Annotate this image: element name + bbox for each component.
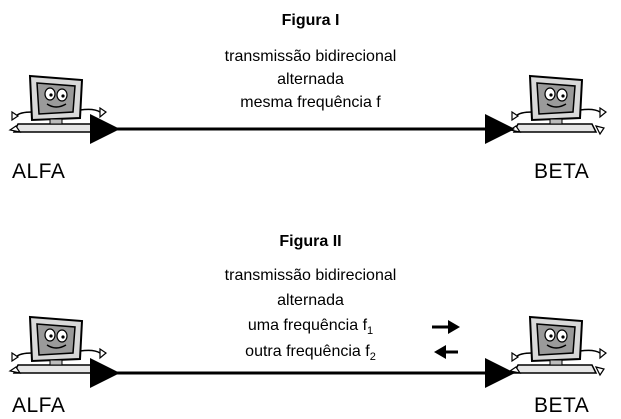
figure-1-desc-line-2: alternada xyxy=(277,71,344,88)
right-arrow-icon xyxy=(432,320,460,334)
station-alfa-2: ALFA xyxy=(12,394,66,417)
frequency-2-subscript: 2 xyxy=(369,351,376,364)
station-alfa-1: ALFA xyxy=(12,160,66,183)
figure-2-title: Figura II xyxy=(279,233,342,250)
frequency-1-subscript: 1 xyxy=(367,325,374,338)
station-beta-2: BETA xyxy=(534,394,590,417)
frequency-2-text: outra frequência f xyxy=(245,343,370,360)
figure-2-desc-line-1: transmissão bidirecional xyxy=(224,267,397,284)
frequency-1-text: uma frequência f xyxy=(247,317,368,334)
figure-2-desc-line-2: alternada xyxy=(277,292,344,309)
figure-1-desc-line-3: mesma frequência f xyxy=(240,94,381,111)
frequency-1-label: uma frequência f1 xyxy=(0,316,621,341)
frequency-2-label: outra frequência f2 xyxy=(0,342,621,367)
left-arrow-icon xyxy=(434,345,458,359)
figure-1-desc-line-1: transmissão bidirecional xyxy=(224,48,397,65)
station-beta-1: BETA xyxy=(534,160,590,183)
figure-1-title: Figura I xyxy=(281,12,340,29)
